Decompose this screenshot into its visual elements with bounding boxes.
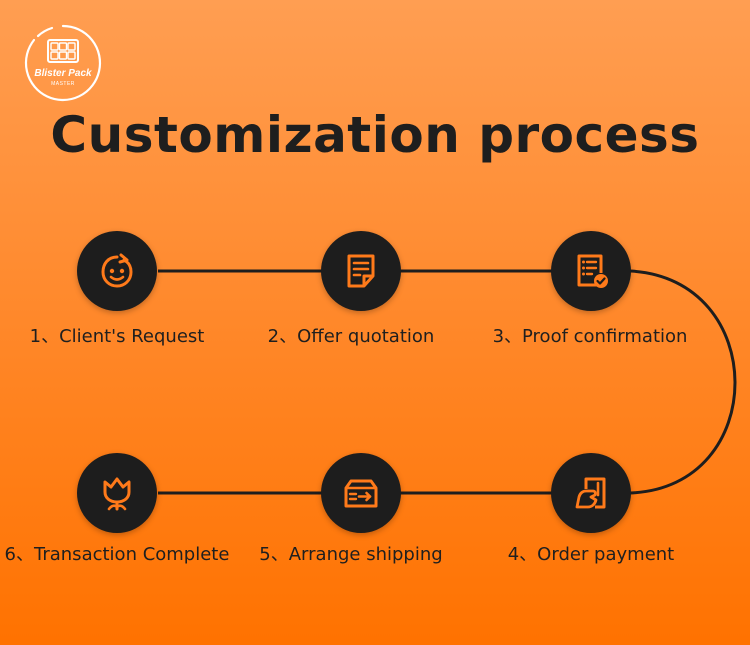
logo-name: Blister Pack <box>34 68 92 79</box>
page-title: Customization process <box>50 106 700 164</box>
hand-payment-icon <box>575 477 606 509</box>
step-5-node <box>321 453 401 533</box>
step-2-label: 2、Offer quotation <box>267 326 435 347</box>
logo-subtitle: MASTER <box>51 81 75 87</box>
shipping-box-icon <box>344 479 378 508</box>
connector-3-4 <box>629 269 737 495</box>
tulip-icon <box>103 477 131 511</box>
checklist-icon <box>577 254 608 288</box>
step-4-node <box>551 453 631 533</box>
step-5-label: 5、Arrange shipping <box>259 544 443 565</box>
step-1-node <box>77 231 157 311</box>
step-6-label: 6、Transaction Complete <box>4 544 230 565</box>
smiley-face-icon <box>101 253 133 288</box>
step-4-label: 4、Order payment <box>507 544 675 565</box>
step-3-label: 3、Proof confirmation <box>492 326 688 347</box>
blister-pack-logo <box>24 24 102 102</box>
step-2-node <box>321 231 401 311</box>
step-3-node <box>551 231 631 311</box>
step-6-node <box>77 453 157 533</box>
document-icon <box>347 254 375 288</box>
step-1-label: 1、Client's Request <box>29 326 205 347</box>
